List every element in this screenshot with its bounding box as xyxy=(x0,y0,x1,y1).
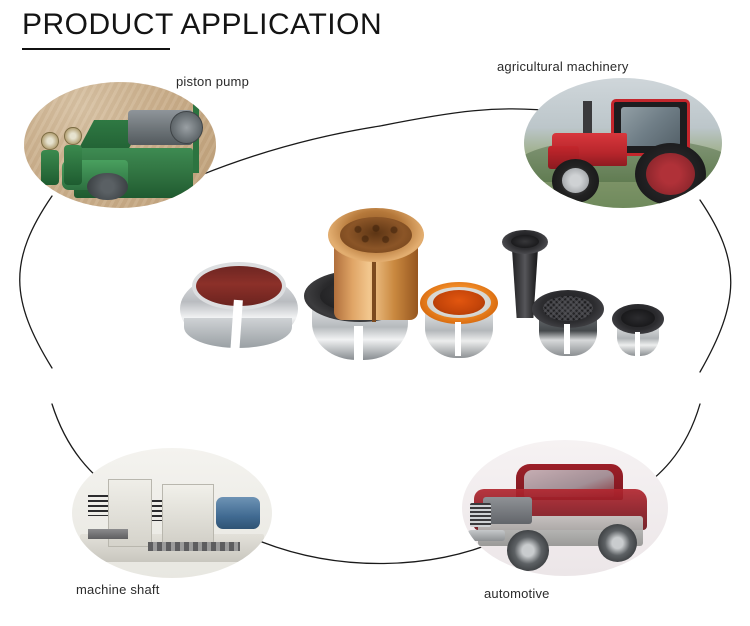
mesh-bush-bore xyxy=(543,296,593,321)
photo-automotive xyxy=(462,440,668,576)
piston-pump-tank-left xyxy=(41,150,59,186)
automotive-rear-wheel xyxy=(597,524,638,563)
photo-agricultural-machinery xyxy=(524,78,722,208)
automotive-engine xyxy=(482,497,533,525)
photo-piston-pump xyxy=(24,82,216,208)
piston-pump-tank-right xyxy=(64,145,82,186)
product-mesh-flanged-bush xyxy=(532,290,604,356)
title-underline xyxy=(22,48,170,50)
small-bush-split-gap xyxy=(635,332,640,356)
piston-pump-wheel xyxy=(87,172,128,201)
label-piston-pump: piston pump xyxy=(176,74,250,89)
automotive-front-wheel xyxy=(507,529,549,571)
arc-left-outer xyxy=(19,195,53,369)
photo-machine-shaft xyxy=(72,448,272,578)
piston-pump-fan xyxy=(169,110,203,144)
bronze-bushing-split xyxy=(372,248,376,322)
automotive-grille xyxy=(470,502,491,528)
piston-pump-gauge-right xyxy=(64,127,82,145)
arc-right-outer xyxy=(699,199,732,373)
bronze-bushing-oil-dimples xyxy=(346,221,406,249)
title-block: PRODUCT APPLICATION xyxy=(22,8,382,50)
orange-bush-split-gap xyxy=(455,322,461,356)
label-machine-shaft: machine shaft xyxy=(76,582,160,597)
machine-tail-stock xyxy=(162,484,214,545)
product-cluster xyxy=(180,208,664,383)
tractor-front-wheel xyxy=(551,158,600,203)
page-title: PRODUCT APPLICATION xyxy=(22,8,383,41)
automotive-bumper xyxy=(468,529,506,541)
piston-pump-gauge-left xyxy=(41,132,59,151)
product-dark-tapered-sleeve xyxy=(502,230,548,320)
product-small-flanged-bush xyxy=(612,304,664,356)
machine-guide-rail xyxy=(148,541,240,551)
product-bronze-dimpled-bushing xyxy=(328,208,424,326)
product-orange-lined-bush xyxy=(420,282,498,360)
product-split-bearing-shell xyxy=(180,256,298,356)
mesh-bush-split-gap xyxy=(564,324,570,354)
tractor-windshield xyxy=(621,106,681,146)
sleeve-bore xyxy=(511,235,539,248)
small-bush-bore xyxy=(621,309,655,327)
orange-bush-bore xyxy=(433,290,485,315)
black-bush-split-gap xyxy=(354,326,363,364)
tractor-exhaust-stack xyxy=(583,101,593,141)
machine-base-pad xyxy=(88,528,128,539)
machine-motor xyxy=(216,497,260,529)
tractor-rear-wheel xyxy=(634,143,707,206)
label-agricultural-machinery: agricultural machinery xyxy=(497,59,629,74)
label-automotive: automotive xyxy=(484,586,550,601)
